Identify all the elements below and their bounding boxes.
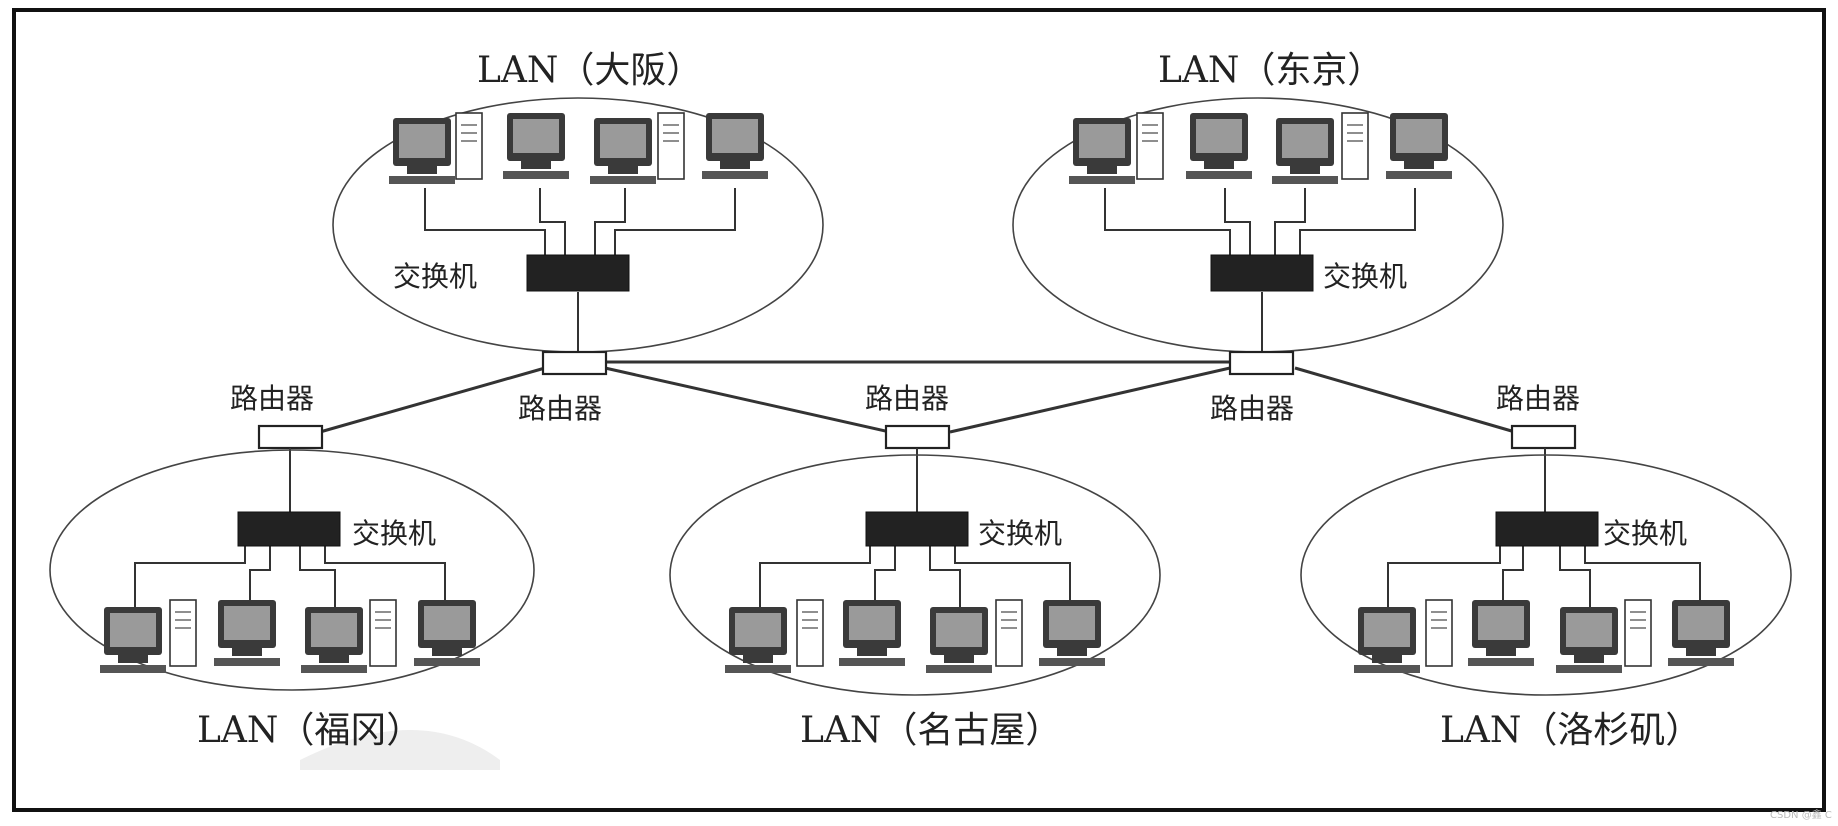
lan-nagoya-boundary (669, 454, 1161, 696)
computer-icon (1556, 607, 1622, 673)
lan-fukuoka: 路由器 交换机 LAN（福冈） (49, 382, 535, 751)
computer-tower-icon (1136, 112, 1164, 180)
computer-icon (702, 113, 768, 179)
outer-frame (12, 8, 1826, 812)
computer-icon (389, 118, 455, 184)
computer-tower-icon (796, 599, 824, 667)
computer-icon (590, 118, 656, 184)
computer-icon (1186, 113, 1252, 179)
lan-fukuoka-cables (134, 545, 446, 608)
computer-icon (839, 600, 905, 666)
switch-label: 交换机 (352, 517, 436, 550)
lan-osaka: 交换机 LAN（大阪） (332, 50, 824, 353)
lan-la-label: LAN（洛杉矶） (1440, 710, 1701, 751)
lan-osaka-cables (424, 188, 736, 352)
link-tokyo-la (1294, 366, 1516, 434)
computer-tower-icon (1341, 112, 1369, 180)
lan-fukuoka-boundary (49, 449, 535, 691)
lan-tokyo-label: LAN（东京） (1158, 50, 1383, 91)
router-label: 路由器 (1496, 382, 1580, 415)
computer-tower-icon (1425, 599, 1453, 667)
computer-icon (926, 607, 992, 673)
lan-osaka-label: LAN（大阪） (477, 50, 702, 91)
router-icon (884, 424, 951, 450)
switch-label: 交换机 (393, 260, 477, 293)
link-osaka-fukuoka (319, 366, 546, 434)
computer-tower-icon (455, 112, 483, 180)
watermark: CSDN @鑫 C (1770, 808, 1832, 821)
switch-icon (526, 254, 630, 292)
router-label: 路由器 (230, 382, 314, 415)
computer-icon (100, 607, 166, 673)
router-icon (1510, 424, 1577, 450)
computer-icon (503, 113, 569, 179)
router-icon (257, 424, 324, 450)
lan-los-angeles: 路由器 交换机 LAN（洛杉矶） (1300, 382, 1792, 751)
computer-tower-icon (169, 599, 197, 667)
lan-nagoya: 路由器 交换机 LAN（名古屋） (669, 382, 1161, 751)
background-smudge (300, 730, 500, 770)
switch-label: 交换机 (978, 517, 1062, 550)
router-label: 路由器 (1210, 392, 1294, 425)
computer-icon (1386, 113, 1452, 179)
switch-label: 交换机 (1603, 517, 1687, 550)
computer-icon (1354, 607, 1420, 673)
computer-icon (214, 600, 280, 666)
computer-tower-icon (369, 599, 397, 667)
computer-icon (1468, 600, 1534, 666)
lan-nagoya-label: LAN（名古屋） (800, 710, 1061, 751)
switch-label: 交换机 (1323, 260, 1407, 293)
wan-links (319, 360, 1516, 434)
switch-icon (1210, 254, 1314, 292)
router-icon (541, 350, 608, 376)
computer-icon (1668, 600, 1734, 666)
computer-tower-icon (1624, 599, 1652, 667)
lan-tokyo: 交换机 LAN（东京） (1012, 50, 1504, 353)
lan-la-boundary (1300, 454, 1792, 696)
computer-tower-icon (657, 112, 685, 180)
lan-la-cables (1387, 545, 1701, 608)
router-icon (1228, 350, 1295, 376)
computer-icon (301, 607, 367, 673)
router-label: 路由器 (865, 382, 949, 415)
computer-icon (414, 600, 480, 666)
switch-icon (1495, 511, 1599, 547)
computer-icon (1272, 118, 1338, 184)
link-tokyo-nagoya (949, 366, 1231, 434)
computer-icon (725, 607, 791, 673)
lan-fukuoka-label: LAN（福冈） (197, 710, 422, 751)
switch-icon (865, 511, 969, 547)
switch-icon (237, 511, 341, 547)
router-label: 路由器 (518, 392, 602, 425)
computer-tower-icon (995, 599, 1023, 667)
link-osaka-nagoya (604, 366, 891, 434)
lan-nagoya-cables (759, 545, 1071, 608)
computer-icon (1069, 118, 1135, 184)
lan-tokyo-cables (1104, 188, 1416, 352)
